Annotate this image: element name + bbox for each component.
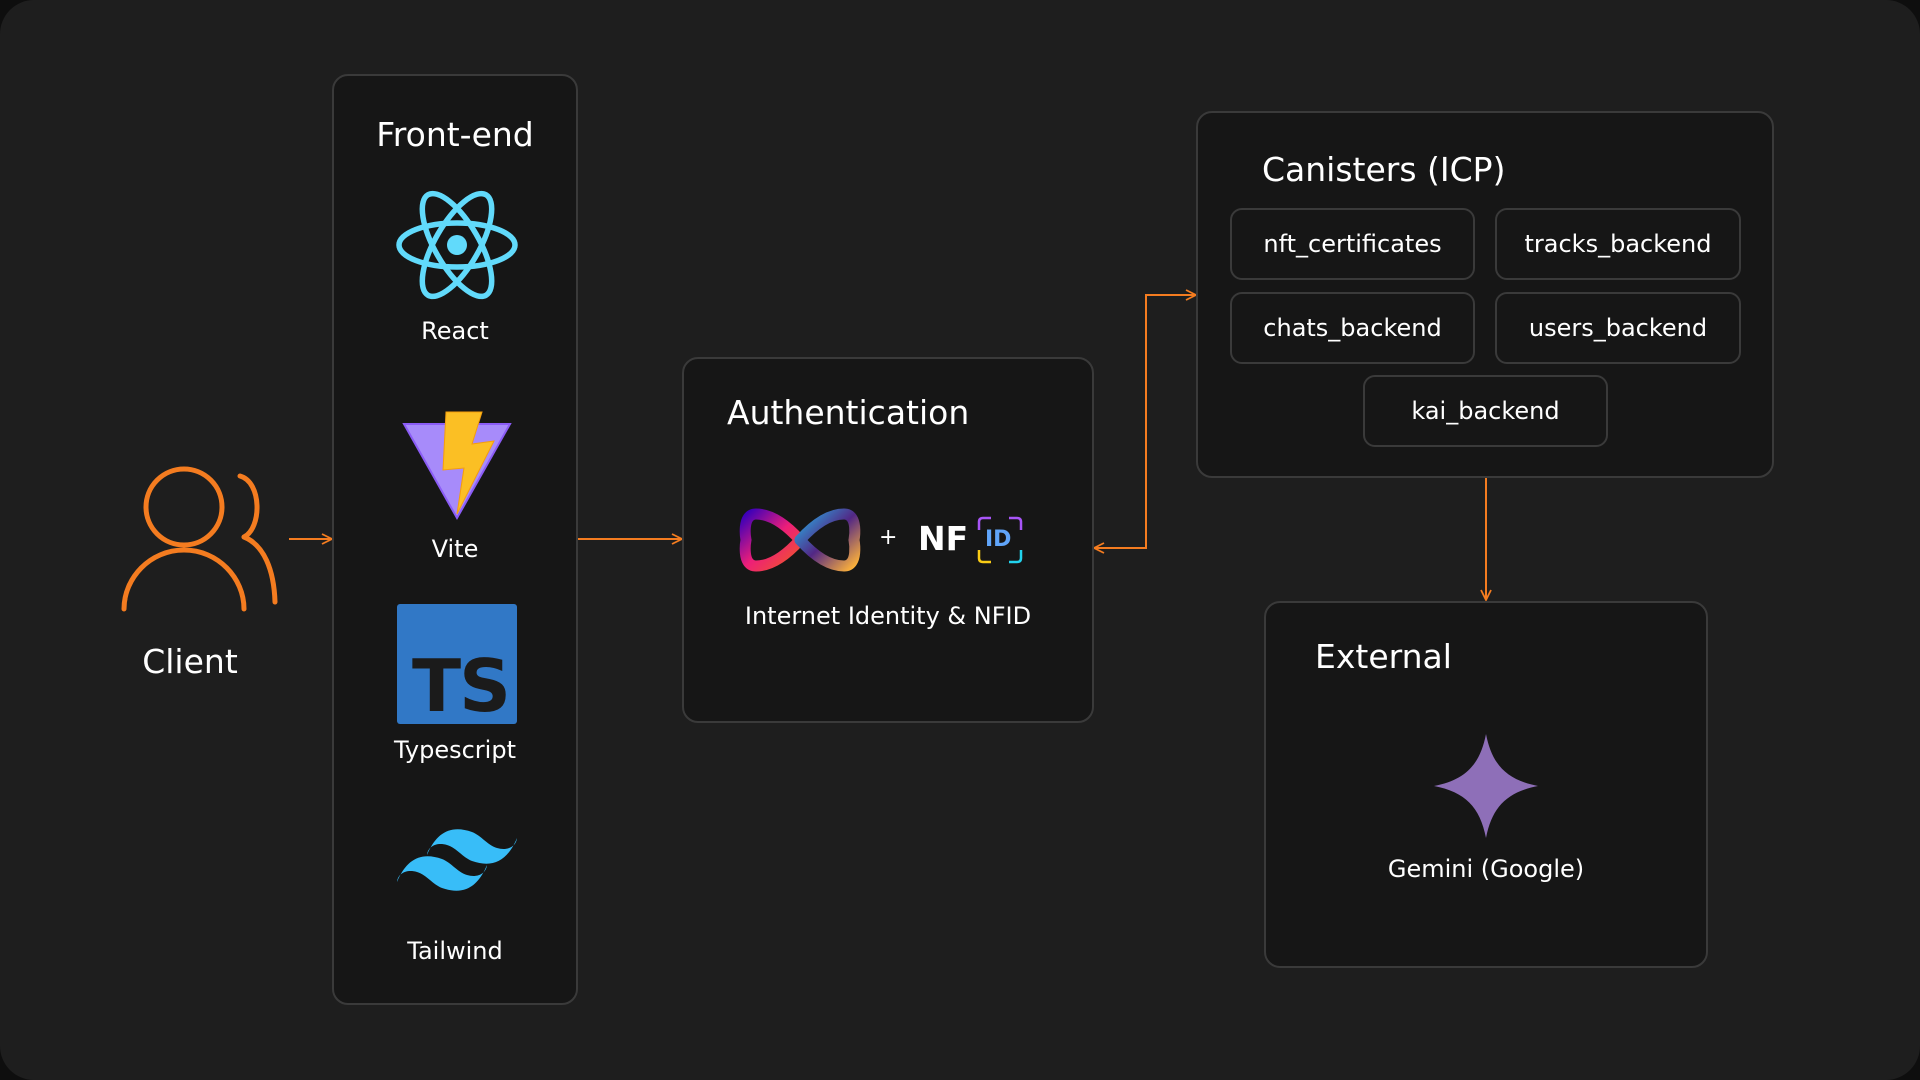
- canister-users-backend: users_backend: [1495, 292, 1741, 364]
- typescript-icon: TS: [397, 604, 517, 724]
- frontend-title: Front-end: [376, 115, 534, 154]
- arrow-auth-canisters: [1094, 295, 1196, 548]
- external-caption: Gemini (Google): [1387, 855, 1585, 883]
- typescript-badge: TS: [412, 644, 511, 724]
- external-title: External: [1315, 637, 1452, 676]
- typescript-label: Typescript: [393, 736, 516, 764]
- canister-chats-backend: chats_backend: [1230, 292, 1475, 364]
- tailwind-label: Tailwind: [407, 937, 503, 965]
- react-label: React: [421, 317, 489, 345]
- auth-plus-sign: +: [879, 525, 898, 550]
- vite-label: Vite: [431, 535, 479, 563]
- canister-kai-backend: kai_backend: [1363, 375, 1608, 447]
- client-label: Client: [142, 642, 238, 681]
- canister-tracks-backend: tracks_backend: [1495, 208, 1741, 280]
- auth-caption: Internet Identity & NFID: [744, 602, 1032, 630]
- nfid-icon: ID: [977, 516, 1023, 564]
- canister-nft-certificates: nft_certificates: [1230, 208, 1475, 280]
- nfid-id-text: ID: [985, 527, 1012, 552]
- nfid-logo-text: NF: [918, 519, 969, 558]
- authentication-title: Authentication: [727, 393, 970, 432]
- canisters-title: Canisters (ICP): [1262, 150, 1506, 189]
